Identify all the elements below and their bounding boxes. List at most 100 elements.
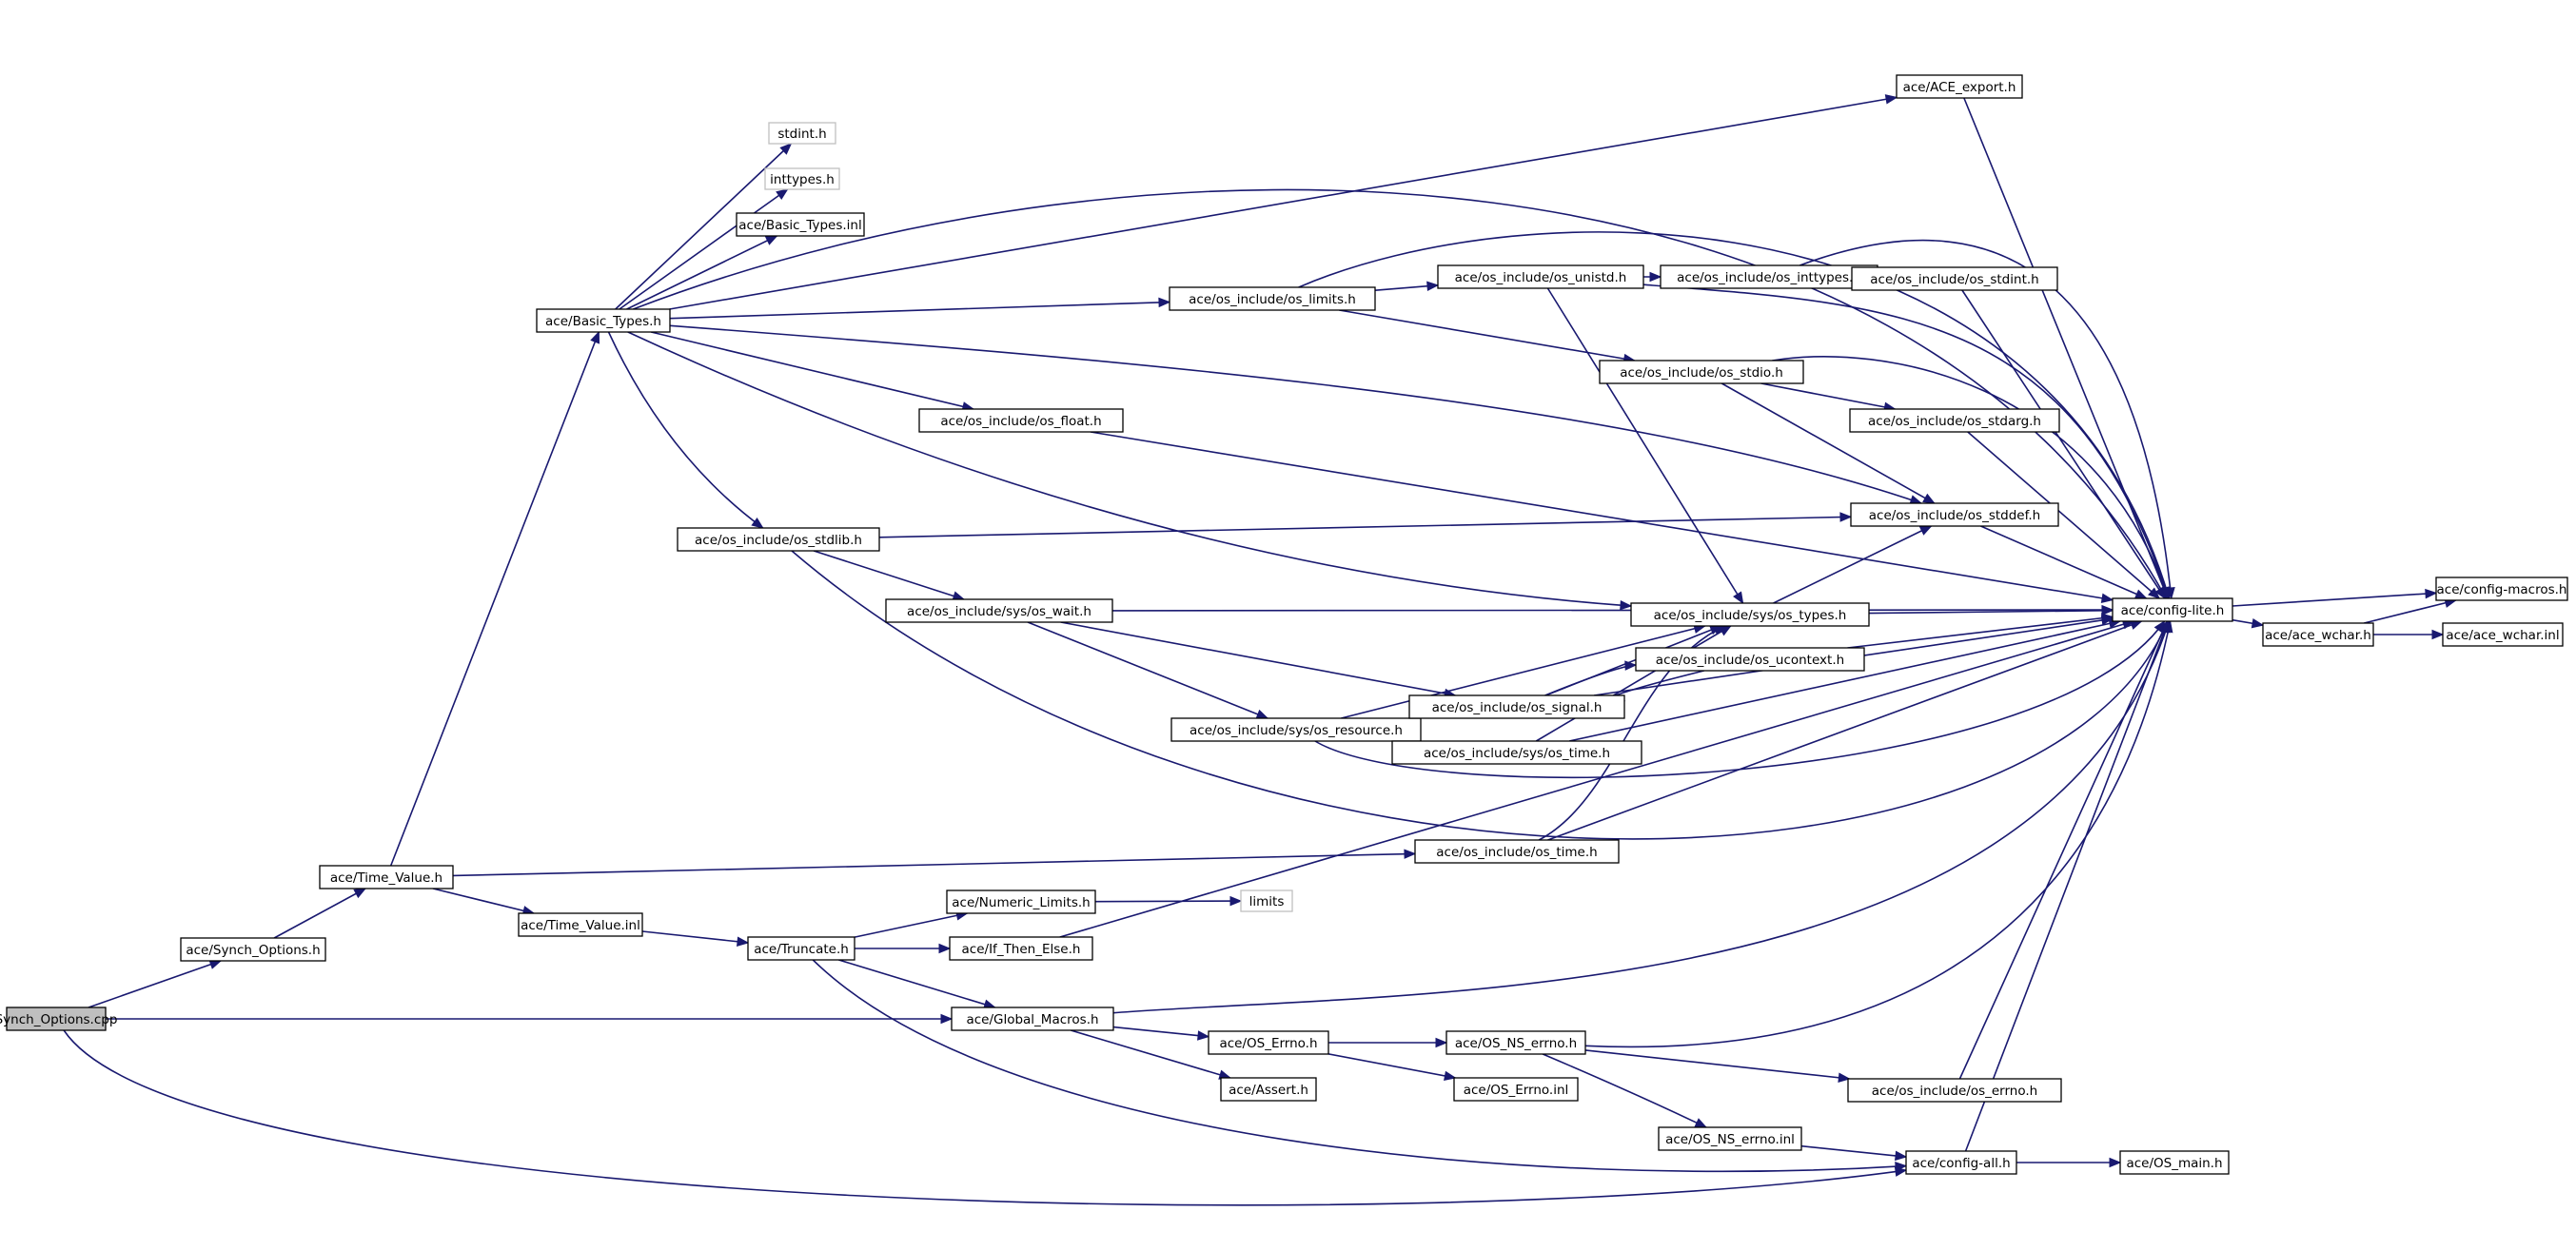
node-box	[518, 912, 643, 937]
node-box	[180, 937, 326, 962]
node-os-errno-h[interactable]: ace/OS_Errno.h	[1208, 1030, 1329, 1055]
edge-os_time_h-to-config_lite_h	[1547, 620, 2143, 841]
node-stdint-h[interactable]: stdint.h	[768, 122, 836, 145]
edge-os_stdio_h-to-os_stddef_h	[1721, 382, 1936, 504]
node-box	[918, 408, 1124, 433]
edge-os_errno_h-to-os_ns_errno_h	[1328, 1037, 1448, 1048]
edge-basictypes_h-to-ace_export_h	[669, 94, 1898, 310]
edge-config_all_h-to-os_main_h	[2016, 1157, 2122, 1168]
node-os-main-h[interactable]: ace/OS_main.h	[2119, 1150, 2230, 1175]
edge-basictypes_h-to-basictypes_inl	[626, 235, 778, 310]
edge-os_float_h-to-config_lite_h	[1090, 431, 2114, 603]
node-truncate-h[interactable]: ace/Truncate.h	[747, 936, 855, 961]
node-os-inttypes-h[interactable]: ace/os_include/os_inttypes.h	[1660, 264, 1878, 289]
node-box	[1170, 717, 1422, 742]
node-global-macros-h[interactable]: ace/Global_Macros.h	[951, 1007, 1114, 1031]
node-assert-h[interactable]: ace/Assert.h	[1220, 1077, 1317, 1102]
node-os-stdarg-h[interactable]: ace/os_include/os_stdarg.h	[1849, 408, 2060, 433]
edge-line	[1958, 620, 2169, 1080]
edge-line	[1642, 283, 2170, 599]
edge-basictypes_h-to-stdint_h	[615, 143, 793, 310]
edge-line	[1027, 621, 1268, 719]
node-box	[1169, 286, 1376, 311]
arrowhead	[1649, 271, 1662, 283]
arrowhead	[1620, 599, 1633, 611]
node-ace-export-h[interactable]: ace/ACE_export.h	[1896, 74, 2023, 99]
node-os-wait-h[interactable]: ace/os_include/sys/os_wait.h	[885, 598, 1113, 623]
node-box	[951, 1007, 1114, 1031]
node-box	[2112, 597, 2233, 622]
edge-os_wait_h-to-os_resource_h	[1027, 621, 1269, 719]
node-os-ucontext-h[interactable]: ace/os_include/os_ucontext.h	[1635, 647, 1865, 672]
node-label: ace/os_include/os_stddef.h	[1869, 508, 2040, 523]
node-ace-wchar-inl[interactable]: ace/ace_wchar.inl	[2442, 622, 2564, 647]
node-timevalue-h[interactable]: ace/Time_Value.h	[319, 865, 454, 889]
node-limits[interactable]: limits	[1240, 889, 1293, 912]
node-os-signal-h[interactable]: ace/os_include/os_signal.h	[1408, 694, 1625, 719]
edge-ace_wchar_h-to-config_macros_h	[2364, 597, 2458, 624]
edge-timevalue_h-to-basictypes_h	[389, 330, 600, 867]
node-os-resource-h[interactable]: ace/os_include/sys/os_resource.h	[1170, 717, 1422, 742]
node-os-float-h[interactable]: ace/os_include/os_float.h	[918, 408, 1124, 433]
node-timevalue-inl[interactable]: ace/Time_Value.inl	[518, 912, 643, 937]
node-osinc-errno-h[interactable]: ace/os_include/os_errno.h	[1847, 1078, 2062, 1103]
arrowhead	[1404, 849, 1417, 859]
node-synch-h[interactable]: ace/Synch_Options.h	[180, 937, 326, 962]
node-inttypes-h[interactable]: inttypes.h	[764, 167, 840, 190]
edge-basictypes_h-to-os_limits_h	[669, 297, 1171, 320]
node-label: ace/OS_NS_errno.h	[1455, 1036, 1577, 1051]
node-os-limits-h[interactable]: ace/os_include/os_limits.h	[1169, 286, 1376, 311]
node-label: ace/os_include/os_unistd.h	[1455, 270, 1627, 285]
node-box	[1220, 1077, 1317, 1102]
node-numeric-limits-h[interactable]: ace/Numeric_Limits.h	[946, 889, 1096, 914]
node-if-then-else-h[interactable]: ace/If_Then_Else.h	[949, 936, 1093, 961]
node-os-stdint-h[interactable]: ace/os_include/os_stdint.h	[1851, 266, 2058, 291]
node-config-macros-h[interactable]: ace/config-macros.h	[2435, 577, 2568, 601]
edge-line	[1538, 625, 1725, 841]
node-config-lite-h[interactable]: ace/config-lite.h	[2112, 597, 2233, 622]
arrowhead	[1733, 591, 1744, 605]
node-box	[1847, 1078, 2062, 1103]
node-os-types-h[interactable]: ace/os_include/sys/os_types.h	[1630, 602, 1870, 627]
node-box	[1208, 1030, 1329, 1055]
node-ace-wchar-h[interactable]: ace/ace_wchar.h	[2262, 622, 2374, 647]
node-config-all-h[interactable]: ace/config-all.h	[1905, 1150, 2017, 1175]
node-label: ace/Global_Macros.h	[966, 1012, 1098, 1027]
edge-line	[1112, 620, 2170, 1014]
edge-timevalue_h-to-os_time_h	[452, 849, 1417, 877]
node-os-unistd-h[interactable]: ace/os_include/os_unistd.h	[1437, 264, 1644, 289]
edge-line	[641, 930, 749, 944]
edge-os_stdlib_h-to-os_stddef_h	[878, 512, 1853, 538]
node-label: ace/Basic_Types.inl	[738, 218, 861, 233]
node-os-ns-errno-inl[interactable]: ace/OS_NS_errno.inl	[1658, 1126, 1802, 1151]
node-label: ace/If_Then_Else.h	[962, 942, 1081, 957]
node-label: ace/Basic_Types.h	[545, 314, 661, 329]
node-basictypes-h[interactable]: ace/Basic_Types.h	[536, 308, 671, 333]
edge-os_limits_h-to-os_stdio_h	[1339, 309, 1637, 364]
node-box	[1851, 266, 2058, 291]
arrowhead	[2160, 586, 2171, 600]
node-os-errno-inl[interactable]: ace/OS_Errno.inl	[1453, 1077, 1579, 1102]
edge-line	[627, 331, 1632, 607]
node-basictypes-inl[interactable]: ace/Basic_Types.inl	[736, 212, 865, 237]
edge-os_errno_h-to-os_errno_inl	[1327, 1053, 1457, 1082]
edge-line	[1341, 625, 1705, 719]
node-os-time-h[interactable]: ace/os_include/os_time.h	[1414, 839, 1620, 864]
node-os-stdio-h[interactable]: ace/os_include/os_stdio.h	[1599, 360, 1804, 384]
node-os-ns-errno-h[interactable]: ace/OS_NS_errno.h	[1445, 1030, 1586, 1055]
node-synch-cpp[interactable]: Synch_Options.cpp	[0, 1007, 117, 1031]
edge-global_macros_h-to-config_lite_h	[1112, 619, 2171, 1014]
node-label: ace/os_include/os_time.h	[1436, 845, 1597, 860]
node-sys-os-time-h[interactable]: ace/os_include/sys/os_time.h	[1391, 740, 1642, 765]
node-os-stdlib-h[interactable]: ace/os_include/os_stdlib.h	[677, 527, 880, 552]
edge-ace_wchar_h-to-ace_wchar_inl	[2373, 629, 2445, 640]
node-os-stddef-h[interactable]: ace/os_include/os_stddef.h	[1850, 502, 2059, 527]
edge-global_macros_h-to-os_errno_h	[1112, 1026, 1210, 1041]
edge-line	[878, 516, 1852, 538]
edge-basictypes_h-to-os_types_h	[627, 331, 1633, 611]
node-box	[2442, 622, 2564, 647]
edge-os_unistd_h-to-config_lite_h	[1642, 283, 2171, 600]
node-box	[1445, 1030, 1586, 1055]
edge-os_stdarg_h-to-config_lite_h	[1967, 431, 2161, 599]
arrowhead	[2431, 629, 2445, 640]
